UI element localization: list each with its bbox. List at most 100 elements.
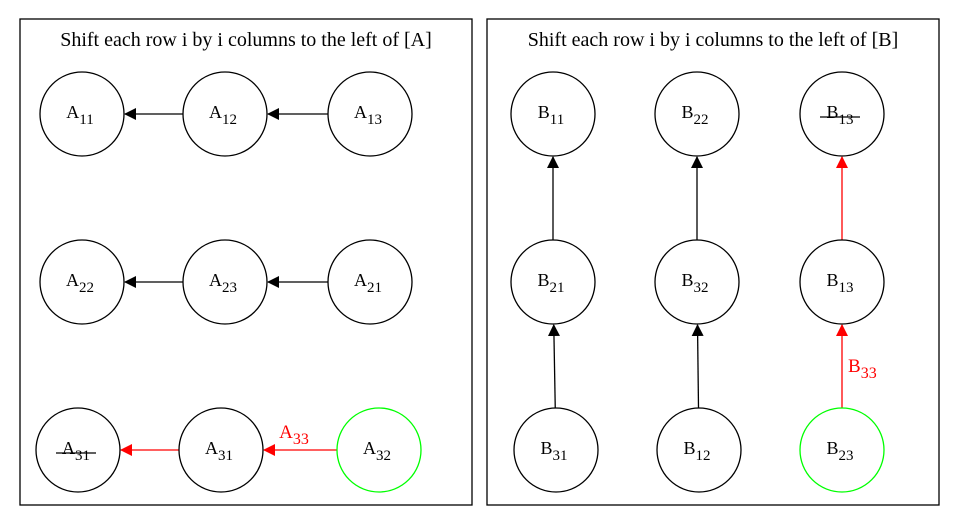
node-label-subscript: 13 bbox=[839, 112, 854, 128]
node-label-subscript: 22 bbox=[79, 280, 94, 296]
node-a13: A13 bbox=[327, 71, 413, 157]
node-circle bbox=[799, 71, 885, 157]
node-label-letter: B bbox=[538, 102, 550, 122]
node-a31: A31 bbox=[178, 407, 264, 493]
node-circle bbox=[327, 239, 413, 325]
node-label-subscript: 12 bbox=[696, 448, 711, 464]
edge-label-b23-to-b13: B33 bbox=[848, 356, 877, 382]
node-label-subscript: 22 bbox=[694, 112, 709, 128]
node-label: B32 bbox=[681, 270, 708, 296]
node-label-letter: B bbox=[826, 102, 838, 122]
node-a32: A32 bbox=[336, 407, 422, 493]
node-label: B11 bbox=[538, 102, 564, 128]
node-circle bbox=[510, 239, 596, 325]
node-label: A12 bbox=[209, 102, 237, 128]
node-label: B22 bbox=[681, 102, 708, 128]
node-label-letter: A bbox=[354, 102, 367, 122]
node-label: A23 bbox=[209, 270, 237, 296]
node-label-subscript: 21 bbox=[550, 280, 565, 296]
node-a22: A22 bbox=[39, 239, 125, 325]
panel-b-border bbox=[486, 18, 940, 506]
node-a21: A21 bbox=[327, 239, 413, 325]
node-circle bbox=[656, 407, 742, 493]
node-b22: B22 bbox=[654, 71, 740, 157]
node-label-letter: A bbox=[66, 102, 79, 122]
node-a31x: A31 bbox=[35, 407, 121, 493]
panel-a-border bbox=[19, 18, 473, 506]
edge-label-a32-to-a31: A33 bbox=[279, 422, 309, 448]
node-label-subscript: 11 bbox=[550, 112, 564, 128]
node-label-letter: A bbox=[62, 438, 75, 458]
node-label-letter: B bbox=[681, 102, 693, 122]
node-label-letter: A bbox=[363, 438, 376, 458]
node-label-subscript: 31 bbox=[75, 448, 90, 464]
edge-label-subscript: 33 bbox=[861, 365, 877, 382]
node-circle bbox=[513, 407, 599, 493]
node-label: B21 bbox=[537, 270, 564, 296]
node-circle bbox=[39, 71, 125, 157]
node-label: A21 bbox=[354, 270, 382, 296]
node-label-subscript: 21 bbox=[367, 280, 382, 296]
node-label-letter: B bbox=[540, 438, 552, 458]
panel-b-edges: B33 bbox=[547, 156, 877, 409]
node-circle bbox=[654, 239, 740, 325]
node-circle bbox=[510, 71, 596, 157]
edge-b12-to-b32 bbox=[691, 323, 704, 409]
node-label: B13 bbox=[826, 270, 853, 296]
node-label-subscript: 32 bbox=[376, 448, 391, 464]
node-b12: B12 bbox=[656, 407, 742, 493]
node-label-subscript: 13 bbox=[839, 280, 854, 296]
node-label: B23 bbox=[826, 438, 853, 464]
node-circle bbox=[35, 407, 121, 493]
panel-a-edges: A33 bbox=[120, 108, 337, 456]
node-b11: B11 bbox=[510, 71, 596, 157]
node-label-letter: A bbox=[209, 102, 222, 122]
node-label-subscript: 32 bbox=[694, 280, 709, 296]
node-b13: B13 bbox=[799, 239, 885, 325]
node-b21: B21 bbox=[510, 239, 596, 325]
node-label-letter: B bbox=[826, 438, 838, 458]
node-circle bbox=[654, 71, 740, 157]
edge-label-subscript: 33 bbox=[293, 431, 309, 448]
node-circle bbox=[182, 239, 268, 325]
node-b13x: B13 bbox=[799, 71, 885, 157]
node-b32: B32 bbox=[654, 239, 740, 325]
node-label-letter: A bbox=[209, 270, 222, 290]
panel-b: Shift each row i by i columns to the lef… bbox=[486, 18, 940, 506]
node-label-letter: B bbox=[681, 270, 693, 290]
node-a11: A11 bbox=[39, 71, 125, 157]
node-label: A32 bbox=[363, 438, 391, 464]
edge-label-letter: A bbox=[279, 422, 293, 443]
node-label-letter: A bbox=[205, 438, 218, 458]
node-a23: A23 bbox=[182, 239, 268, 325]
node-circle bbox=[799, 239, 885, 325]
node-label-letter: A bbox=[66, 270, 79, 290]
node-a12: A12 bbox=[182, 71, 268, 157]
node-label: B12 bbox=[683, 438, 710, 464]
edge-label-letter: B bbox=[848, 356, 861, 377]
node-label-subscript: 31 bbox=[218, 448, 233, 464]
node-circle bbox=[327, 71, 413, 157]
node-label-subscript: 13 bbox=[367, 112, 382, 128]
node-circle bbox=[799, 407, 885, 493]
node-label-subscript: 23 bbox=[839, 448, 854, 464]
node-label: A31 bbox=[205, 438, 233, 464]
edge-b31-to-b21 bbox=[547, 323, 560, 409]
node-circle bbox=[39, 239, 125, 325]
node-label-subscript: 12 bbox=[222, 112, 237, 128]
node-label: A13 bbox=[354, 102, 382, 128]
node-label-letter: B bbox=[683, 438, 695, 458]
node-label-letter: B bbox=[537, 270, 549, 290]
node-label: A22 bbox=[66, 270, 94, 296]
panel-b-title: Shift each row i by i columns to the lef… bbox=[528, 29, 898, 51]
node-label-letter: A bbox=[354, 270, 367, 290]
node-b31: B31 bbox=[513, 407, 599, 493]
panel-a: Shift each row i by i columns to the lef… bbox=[19, 18, 473, 506]
node-label-subscript: 23 bbox=[222, 280, 237, 296]
node-b23: B23 bbox=[799, 407, 885, 493]
node-label-subscript: 31 bbox=[553, 448, 568, 464]
node-label-subscript: 11 bbox=[79, 112, 93, 128]
node-label-letter: B bbox=[826, 270, 838, 290]
